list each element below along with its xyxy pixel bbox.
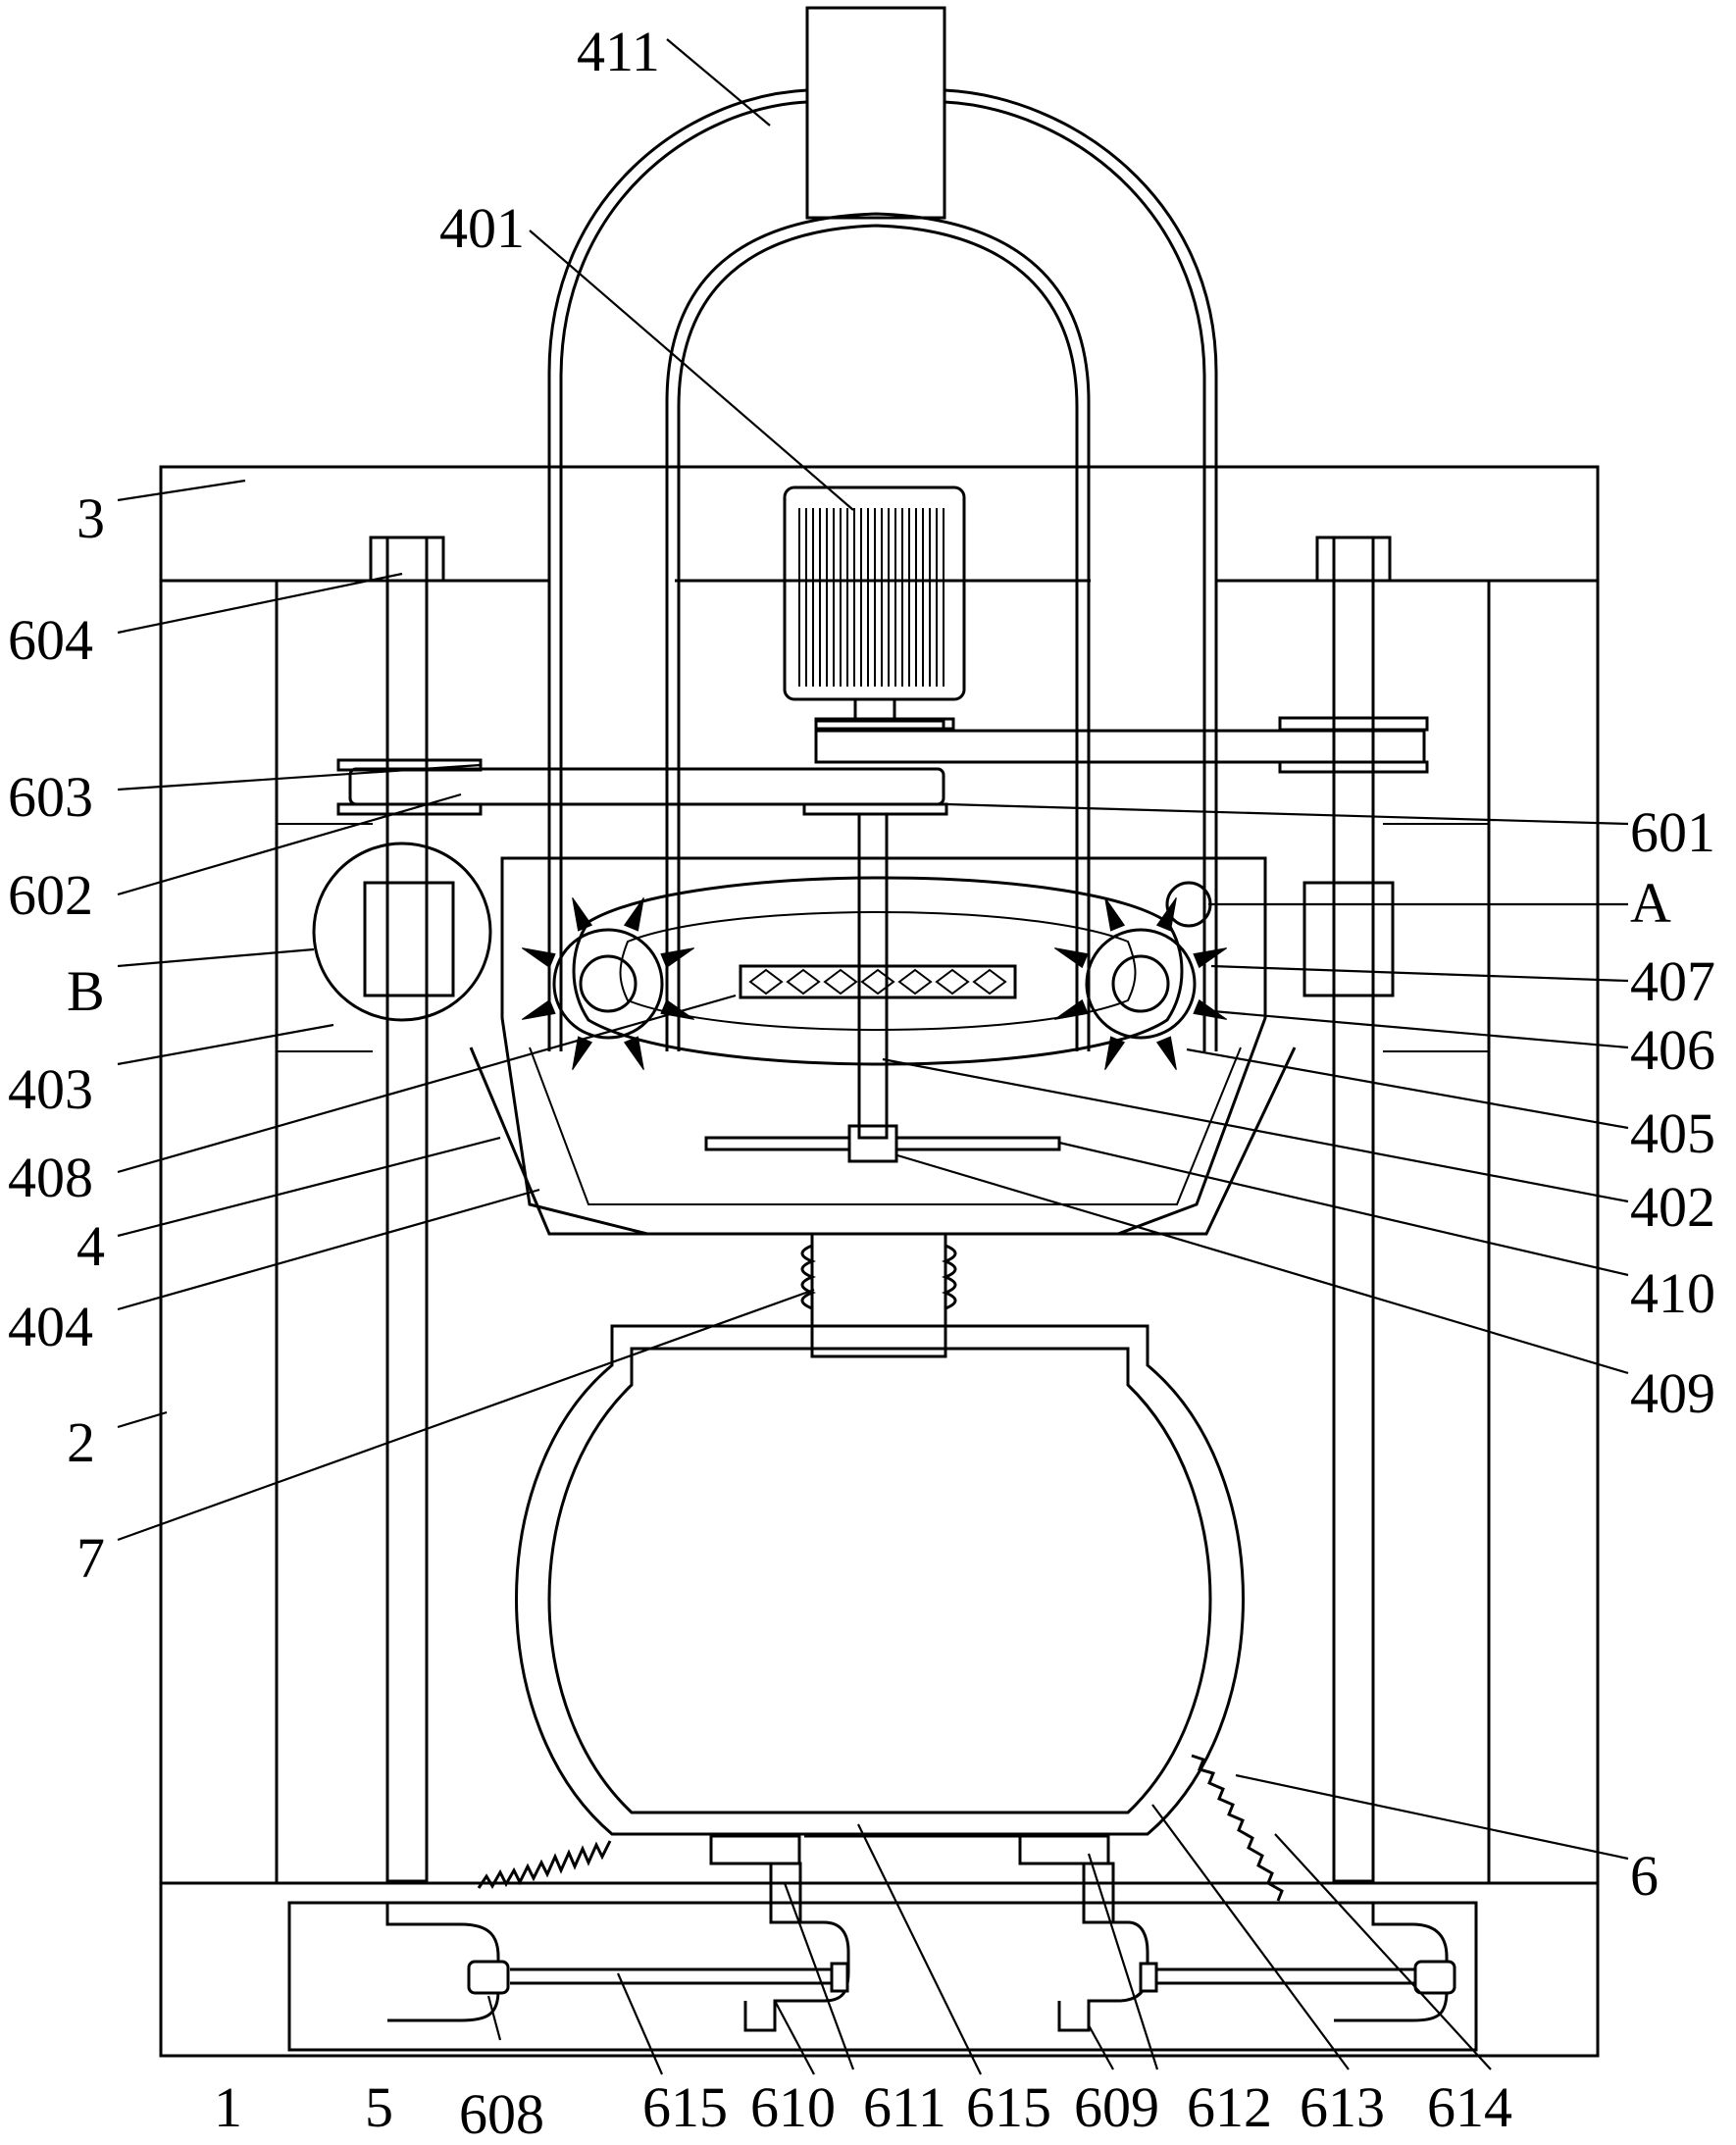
label-405: 405 bbox=[1630, 1101, 1715, 1165]
label-1: 1 bbox=[214, 2075, 242, 2139]
label-404: 404 bbox=[8, 1295, 93, 1358]
spike bbox=[1155, 1036, 1177, 1071]
label-401: 401 bbox=[439, 196, 525, 260]
label-610: 610 bbox=[750, 2075, 836, 2139]
spike bbox=[1155, 896, 1177, 932]
spike bbox=[623, 1036, 644, 1071]
spike bbox=[1053, 947, 1089, 969]
label-603: 603 bbox=[8, 765, 93, 829]
label-615b: 615 bbox=[966, 2075, 1051, 2139]
motor bbox=[783, 485, 966, 733]
leader-lines bbox=[117, 38, 1629, 2075]
spike bbox=[572, 896, 593, 932]
label-406: 406 bbox=[1630, 1018, 1715, 1082]
side-springs bbox=[477, 1754, 1284, 1902]
base-mechanism bbox=[287, 1834, 1478, 2052]
arch-pipe bbox=[547, 6, 1218, 1051]
label-402: 402 bbox=[1630, 1175, 1715, 1239]
label-a: A bbox=[1630, 871, 1671, 935]
label-5: 5 bbox=[365, 2075, 393, 2139]
label-409: 409 bbox=[1630, 1361, 1715, 1425]
belt-drive bbox=[336, 716, 1429, 816]
spike bbox=[623, 896, 644, 932]
label-604: 604 bbox=[8, 608, 93, 672]
label-410: 410 bbox=[1630, 1261, 1715, 1325]
label-608: 608 bbox=[459, 2082, 544, 2145]
rotor-pattern-cell bbox=[748, 968, 784, 996]
part-labels: 411 401 3 604 603 602 601 A B 407 406 40… bbox=[8, 20, 1715, 2145]
rotor-pattern-cell bbox=[972, 968, 1007, 996]
barrel bbox=[515, 1324, 1245, 1836]
label-614: 614 bbox=[1427, 2075, 1512, 2139]
rotor-pattern-cell bbox=[897, 968, 933, 996]
label-3: 3 bbox=[77, 486, 105, 550]
outer-frame bbox=[159, 465, 1600, 2058]
label-609: 609 bbox=[1074, 2075, 1159, 2139]
label-613: 613 bbox=[1300, 2075, 1385, 2139]
label-602: 602 bbox=[8, 863, 93, 927]
label-2: 2 bbox=[67, 1410, 95, 1474]
label-6: 6 bbox=[1630, 1844, 1659, 1908]
rotor-pattern-cell bbox=[860, 968, 895, 996]
spike bbox=[660, 947, 695, 969]
label-7: 7 bbox=[77, 1526, 105, 1590]
main-shaft bbox=[704, 812, 1061, 1163]
spike bbox=[521, 947, 556, 969]
spike bbox=[1104, 896, 1126, 932]
label-403: 403 bbox=[8, 1057, 93, 1121]
label-407: 407 bbox=[1630, 949, 1715, 1013]
label-b: B bbox=[67, 959, 105, 1023]
rotor-assembly bbox=[521, 876, 1228, 1071]
label-408: 408 bbox=[8, 1146, 93, 1209]
spike bbox=[521, 998, 556, 1020]
vertical-rods bbox=[312, 536, 1395, 1883]
label-411: 411 bbox=[577, 20, 660, 83]
label-4: 4 bbox=[77, 1214, 105, 1278]
label-601: 601 bbox=[1630, 800, 1715, 864]
label-611: 611 bbox=[863, 2075, 946, 2139]
label-615a: 615 bbox=[642, 2075, 728, 2139]
rotor-pattern-cell bbox=[823, 968, 858, 996]
spike bbox=[1053, 998, 1089, 1020]
rotor-pattern-cell bbox=[935, 968, 970, 996]
rotor-pattern-cell bbox=[786, 968, 821, 996]
spike bbox=[1193, 947, 1228, 969]
neck-spring bbox=[800, 1232, 957, 1358]
spike bbox=[1104, 1036, 1126, 1071]
spike bbox=[1193, 998, 1228, 1020]
label-612: 612 bbox=[1187, 2075, 1272, 2139]
